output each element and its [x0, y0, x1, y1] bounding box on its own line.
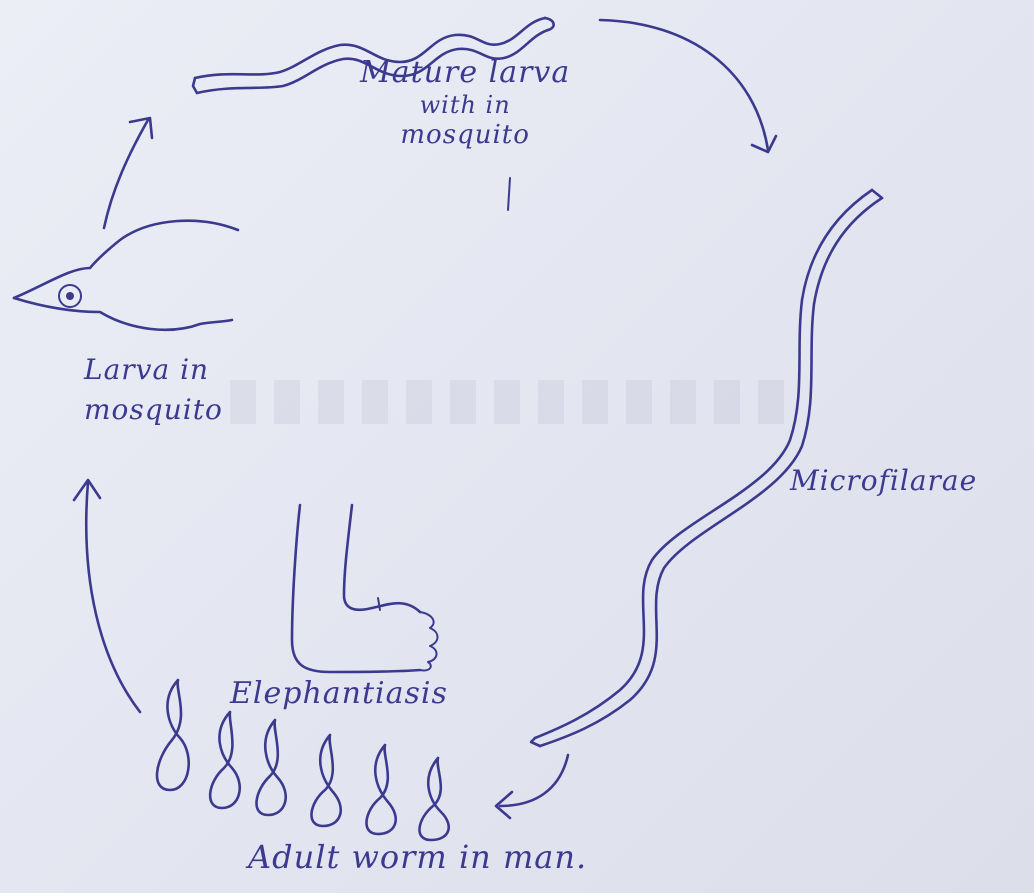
elephantiasis-leg-drawing	[292, 505, 438, 672]
larva-in-mosquito-label: Larva in mosquito	[84, 350, 223, 430]
mature-larva-label: Mature larva with in mosquito	[360, 56, 570, 150]
label-tick-mark	[508, 178, 510, 210]
larva-in-mosquito-label-line1: Larva in	[84, 350, 223, 390]
mature-larva-label-line1: Mature larva	[360, 56, 570, 90]
arrow-microfilarae-to-adult	[496, 755, 568, 818]
microfilarae-label: Microfilarae	[790, 464, 977, 497]
mature-larva-label-line3: mosquito	[360, 120, 570, 150]
arrow-adult-to-larva	[74, 480, 140, 712]
arrow-larva-to-microfilarae	[600, 20, 776, 152]
adult-worm-label: Adult worm in man.	[248, 838, 587, 876]
larva-in-mosquito-label-line2: mosquito	[84, 390, 223, 430]
mature-larva-label-line2: with in	[360, 90, 570, 120]
arrow-larva-to-mature-larva	[104, 118, 152, 228]
elephantiasis-label: Elephantiasis	[230, 676, 448, 711]
larva-in-mosquito-drawing	[14, 221, 238, 330]
